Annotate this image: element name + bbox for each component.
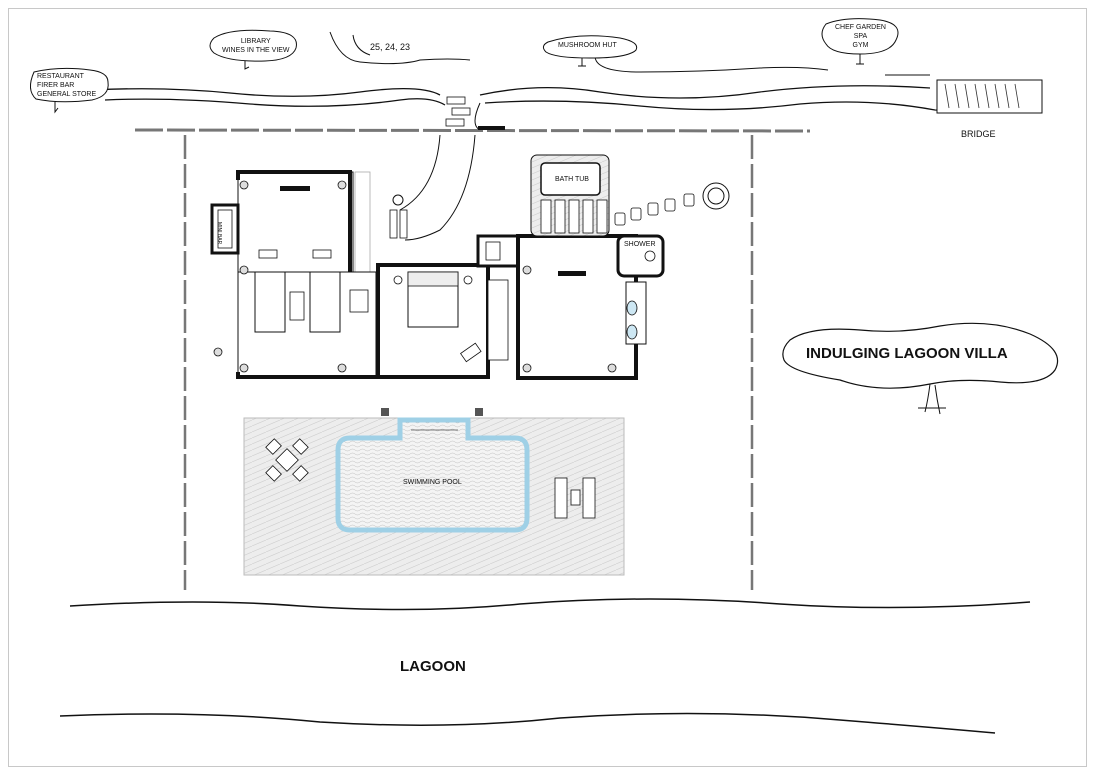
bath-tub-deck: [530, 154, 610, 237]
chef-sign-line1: CHEF GARDEN: [835, 24, 886, 31]
library-sign: LIBRARY WINES IN THE VIEW: [222, 37, 290, 55]
sign-chef-bubble: [821, 18, 899, 55]
restaurant-sign: RESTAURANT FIRER BAR GENERAL STORE: [37, 72, 96, 99]
restaurant-sign-line1: RESTAURANT: [37, 73, 84, 80]
villa-numbers-label: 25, 24, 23: [370, 42, 411, 52]
path-line-upper-2: [479, 85, 931, 99]
bridge-drawing: [936, 79, 1043, 114]
path-line-lower: [104, 98, 446, 107]
lagoon-shore-upper: [69, 598, 1031, 611]
sign-library-bubble: [209, 29, 297, 62]
swimming-pool-label: SWIMMING POOL: [403, 479, 462, 486]
mushroom-hut-sign: MUSHROOM HUT: [558, 42, 617, 49]
bridge-label: BRIDGE: [961, 129, 996, 139]
left-pavilion: [210, 170, 377, 379]
restaurant-sign-line2: FIRER BAR: [37, 82, 75, 89]
bathroom: [476, 234, 665, 380]
sign-restaurant-bubble: [30, 67, 109, 103]
chef-sign-line3: GYM: [852, 42, 869, 49]
restaurant-sign-line3: GENERAL STORE: [37, 91, 97, 98]
minibar-label: MINI BAR: [216, 222, 222, 245]
villa-title-bubble: [782, 322, 1059, 389]
chef-garden-sign: CHEF GARDEN SPA GYM: [835, 23, 886, 50]
page-frame: [8, 8, 1087, 767]
lagoon-shore-lower: [59, 712, 996, 734]
path-line-upper: [59, 87, 441, 97]
bedroom: [376, 263, 509, 379]
shower-label: SHOWER: [624, 241, 656, 248]
library-sign-line1: LIBRARY: [240, 38, 271, 45]
lagoon-label: LAGOON: [400, 658, 466, 675]
library-sign-line2: WINES IN THE VIEW: [222, 47, 290, 54]
pool-deck: [243, 408, 625, 576]
villa-title: INDULGING LAGOON VILLA: [806, 345, 1008, 362]
bath-tub-label: BATH TUB: [555, 176, 589, 183]
chef-sign-line2: SPA: [853, 33, 868, 40]
sign-mushroom-bubble: [542, 35, 638, 59]
